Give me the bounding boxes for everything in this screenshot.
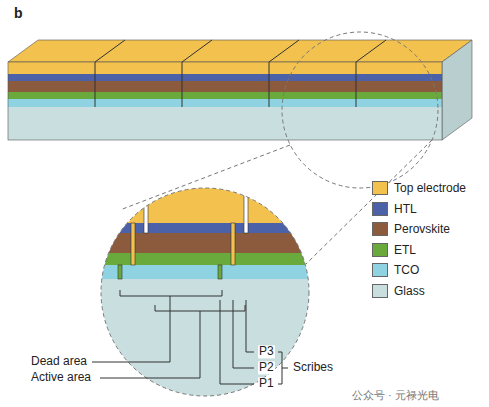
scribe [148, 188, 164, 190]
scribe-line [95, 40, 125, 107]
legend-row: HTL [372, 202, 417, 216]
zoom-circle [101, 188, 309, 396]
scribe-lines [95, 40, 386, 107]
legend-text: Glass [394, 284, 425, 298]
scribe [244, 190, 248, 233]
part-label: P2 [258, 361, 275, 374]
legend-swatch [372, 222, 388, 236]
part-label: Dead area [30, 355, 88, 368]
legend-row: Glass [372, 284, 425, 298]
scribe [218, 265, 222, 279]
legend-swatch [372, 202, 388, 216]
legend-swatch [372, 243, 388, 257]
legend-row: Top electrode [372, 181, 466, 195]
top-face [8, 40, 472, 62]
watermark: 公众号 · 元禄光电 [352, 389, 439, 401]
scribe-line [356, 40, 386, 107]
legend-text: TCO [394, 263, 419, 277]
legend-text: ETL [394, 243, 416, 257]
scribe [118, 265, 122, 279]
scribe [231, 223, 235, 265]
legend-swatch [372, 284, 388, 298]
legend-text: HTL [394, 202, 417, 216]
legend-swatch [372, 263, 388, 277]
zoom-line [306, 140, 432, 264]
front-layers [8, 62, 442, 140]
scribe-line [182, 40, 212, 107]
scribe [144, 190, 148, 233]
right-face [442, 40, 472, 140]
part-label: P3 [258, 345, 275, 358]
legend-row: Perovskite [372, 222, 450, 236]
scribe-line [269, 40, 299, 107]
part-label: Scribes [292, 361, 334, 374]
zoom-circle [282, 32, 438, 188]
legend-text: Perovskite [394, 222, 450, 236]
part-label: Active area [30, 371, 92, 384]
scribe [131, 223, 135, 265]
panel-letter: b [14, 6, 23, 21]
scribe [248, 188, 264, 190]
legend-row: TCO [372, 263, 419, 277]
area-brackets [92, 290, 288, 384]
part-label: P1 [258, 377, 275, 390]
legend-swatch [372, 181, 388, 195]
legend-text: Top electrode [394, 181, 466, 195]
legend-row: ETL [372, 243, 416, 257]
